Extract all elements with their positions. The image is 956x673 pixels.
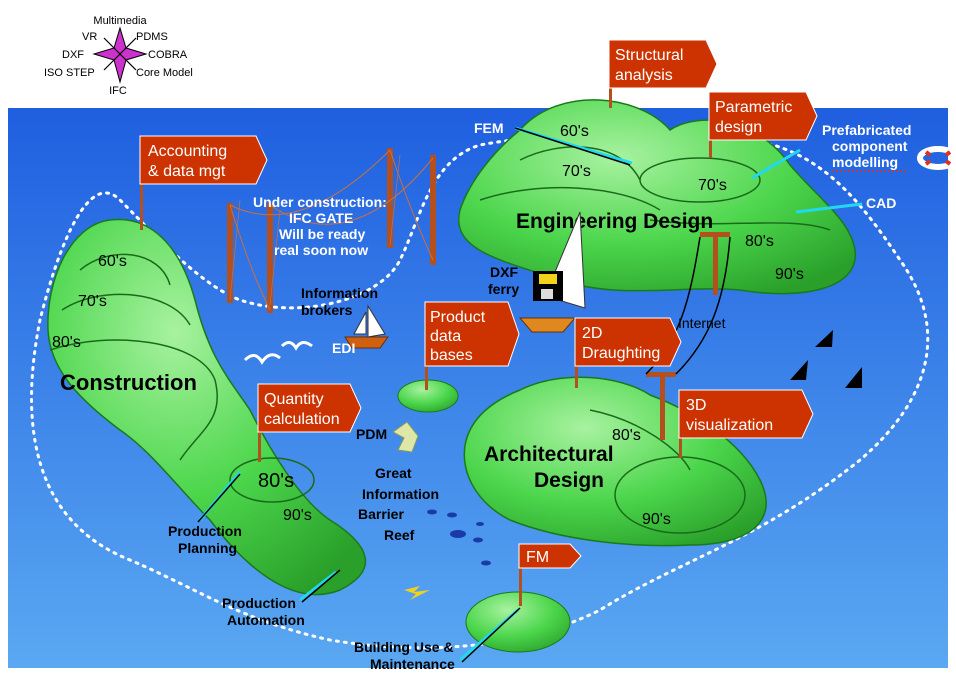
edi-label: EDI [332, 340, 355, 356]
internet-label: Internet [678, 315, 726, 331]
production-automation-line2: Automation [227, 612, 305, 628]
gate-label-line3: Will be ready [279, 226, 365, 242]
svg-text:Quantity: Quantity [264, 391, 324, 408]
reef-label-line2: Information [362, 486, 439, 502]
reef-label-line4: Reef [384, 527, 415, 543]
construction-80s: 80's [52, 334, 81, 351]
production-planning-line2: Planning [178, 540, 237, 556]
svg-text:& data mgt: & data mgt [148, 163, 226, 180]
svg-text:data: data [430, 328, 461, 345]
compass-vr-label: VR [82, 31, 97, 43]
standards-compass-rose: Multimedia VR PDMS DXF COBRA ISO STEP Co… [44, 15, 193, 97]
compass-core-model-label: Core Model [136, 67, 193, 79]
construction-80s-south: 80's [258, 470, 294, 492]
construction-70s: 70's [78, 293, 107, 310]
life-ring-icon [917, 146, 956, 170]
svg-text:Accounting: Accounting [148, 143, 227, 160]
flag-parametric-design: Parametric design [708, 91, 818, 158]
construction-island: 60's 70's 80's 80's 90's Construction [47, 218, 367, 596]
compass-ifc-label: IFC [109, 85, 127, 97]
pdm-pipe-icon [392, 421, 419, 453]
architectural-title-line2: Design [534, 469, 604, 492]
production-planning-line1: Production [168, 523, 242, 539]
svg-text:3D: 3D [686, 397, 706, 414]
dotted-route [30, 132, 930, 650]
engineering-80s: 80's [745, 233, 774, 250]
engineering-60s: 60's [560, 123, 589, 140]
flag-2d-draughting: 2D Draughting [574, 317, 682, 388]
svg-text:visualization: visualization [686, 417, 773, 434]
svg-text:FM: FM [526, 549, 549, 566]
architectural-90s: 90's [642, 511, 671, 528]
dxf-ferry-line1: DXF [490, 264, 518, 280]
svg-text:Structural: Structural [615, 47, 683, 64]
compass-star-icon [92, 26, 148, 84]
svg-text:bases: bases [430, 347, 473, 364]
shark-fin-icon [815, 330, 833, 347]
reef-fish-icons [427, 509, 491, 566]
dxf-ferry-line2: ferry [488, 281, 519, 297]
production-automation-line1: Production [222, 595, 296, 611]
svg-text:Draughting: Draughting [582, 345, 660, 362]
building-use-line1: Building Use & [354, 639, 454, 655]
engineering-title: Engineering Design [516, 210, 713, 233]
compass-pdms-label: PDMS [136, 31, 168, 43]
info-brokers-line2: brokers [301, 302, 353, 318]
info-brokers-line1: Information [301, 285, 378, 301]
engineering-island: 60's 70's 70's 80's 90's Engineering Des… [457, 99, 856, 295]
seagulls-icon [243, 341, 313, 365]
engineering-70s-east: 70's [698, 177, 727, 194]
gate-label-line1: Under construction: [253, 194, 387, 210]
prefab-label-line2: component [832, 138, 908, 154]
dxf-ferry-icon [518, 211, 586, 333]
gate-label-line4: real soon now [274, 242, 368, 258]
engineering-90s: 90's [775, 266, 804, 283]
shark-fin-icon [845, 367, 862, 388]
cad-label: CAD [866, 195, 896, 211]
flag-accounting: Accounting & data mgt [139, 135, 268, 230]
construction-title: Construction [60, 370, 197, 395]
fem-label: FEM [474, 120, 504, 136]
flag-structural-analysis: Structural analysis [608, 39, 718, 108]
svg-text:Parametric: Parametric [715, 99, 792, 116]
svg-text:Product: Product [430, 309, 486, 326]
gate-label-line2: IFC GATE [289, 210, 353, 226]
construction-90s: 90's [283, 507, 312, 524]
ifc-gate-bridge [227, 148, 436, 313]
compass-top-label: Multimedia [93, 15, 147, 27]
shark-fin-icon [790, 360, 808, 380]
fm-island [465, 591, 571, 653]
architectural-80s: 80's [612, 427, 641, 444]
engineering-70s: 70's [562, 163, 591, 180]
reef-label-line1: Great [375, 465, 412, 481]
compass-iso-step-label: ISO STEP [44, 67, 95, 79]
flag-3d-visualization: 3D visualization [678, 389, 814, 458]
prefab-label-line1: Prefabricated [822, 122, 911, 138]
lightning-icon [404, 586, 430, 600]
pdm-label: PDM [356, 426, 387, 442]
flag-fm: FM [518, 543, 582, 606]
architectural-title-line1: Architectural [484, 443, 614, 466]
flag-quantity-calculation: Quantity calculation [257, 383, 362, 462]
compass-dxf-label: DXF [62, 49, 84, 61]
prefab-label-line3: modelling [832, 154, 898, 170]
svg-text:analysis: analysis [615, 67, 673, 84]
svg-text:calculation: calculation [264, 411, 340, 428]
svg-text:design: design [715, 119, 762, 136]
reef-label-line3: Barrier [358, 506, 404, 522]
building-use-line2: Maintenance [370, 656, 455, 672]
construction-60s: 60's [98, 253, 127, 270]
compass-cobra-label: COBRA [148, 49, 188, 61]
information-brokers-boat-icon [344, 304, 389, 349]
svg-text:2D: 2D [582, 325, 602, 342]
flag-product-data-bases: Product data bases [424, 301, 520, 390]
